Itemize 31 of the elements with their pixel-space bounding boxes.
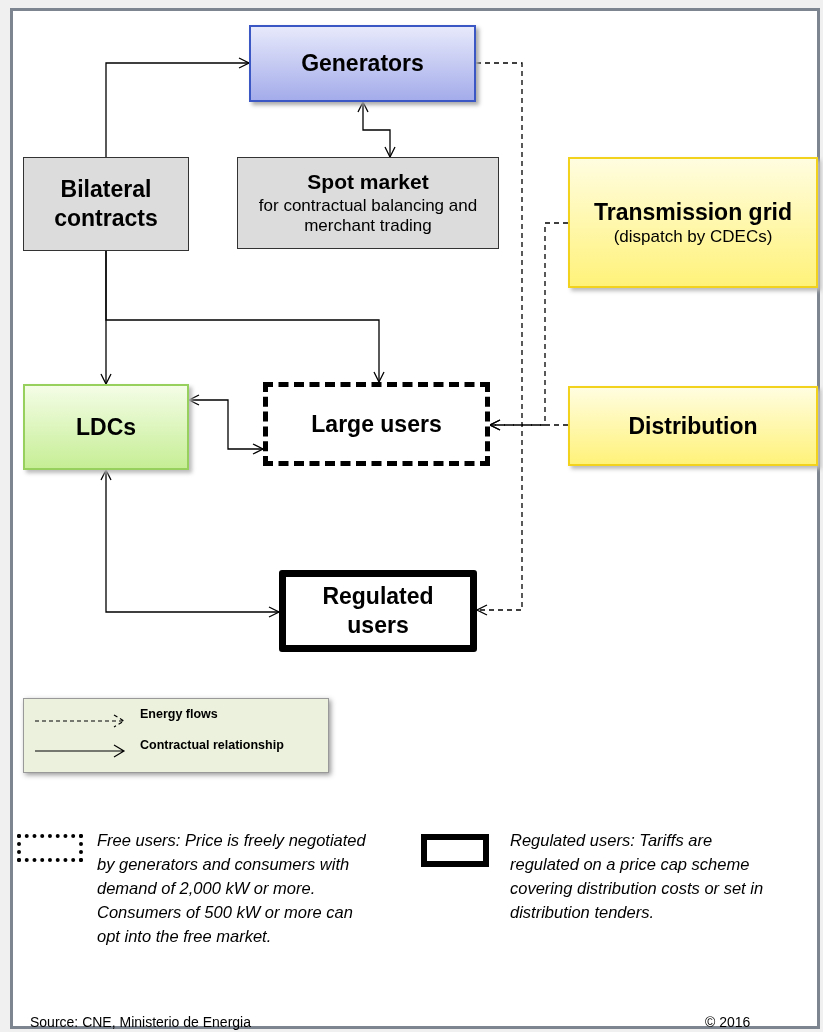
generator-box [249, 25, 476, 102]
source-note: Source: CNE, Ministerio de Energia [30, 1014, 251, 1030]
copyright-note: © 2016 [705, 1014, 751, 1030]
energy-flow-arrow [489, 419, 569, 431]
node-title: Generators [301, 49, 424, 78]
node-title: Bilateral contracts [53, 175, 159, 233]
distribution-box [568, 386, 818, 466]
contract-arrow [105, 57, 250, 158]
contract-arrow [100, 469, 280, 618]
large-users-box [263, 382, 490, 466]
node-title: Distribution [628, 411, 758, 441]
node-subtitle: for contractual balancing and merchant trading [257, 195, 479, 237]
node-title: Regulated users [321, 582, 435, 640]
energy-flow-arrow [475, 62, 523, 616]
node-title: Spot market [307, 169, 429, 196]
regulated-users-box [279, 570, 477, 652]
legend-note: Regulated users: Tariffs are regulated on a price cap scheme covering distribution costs or set in distribution tenders. [510, 830, 765, 923]
node-title: Transmission grid [593, 197, 793, 227]
legend-text: Energy flows [140, 707, 218, 721]
node-title: Large users [311, 409, 442, 439]
node-subtitle: (dispatch by CDECs) [613, 226, 773, 248]
market-box [237, 157, 499, 249]
grid-box [568, 157, 818, 288]
contract-arrow [105, 250, 385, 383]
node-title: LDCs [75, 412, 137, 442]
ldc-box [23, 384, 189, 470]
contract-box [23, 157, 189, 251]
legend-text: Contractual relationship [140, 738, 284, 752]
contract-arrow [357, 101, 396, 158]
contract-arrow [188, 394, 264, 455]
legend-note: Free users: Price is freely negotiated by generators and consumers with demand of 2,000 kW or more. Consumers of 500 kW or more can opt into the free market. [97, 830, 367, 947]
